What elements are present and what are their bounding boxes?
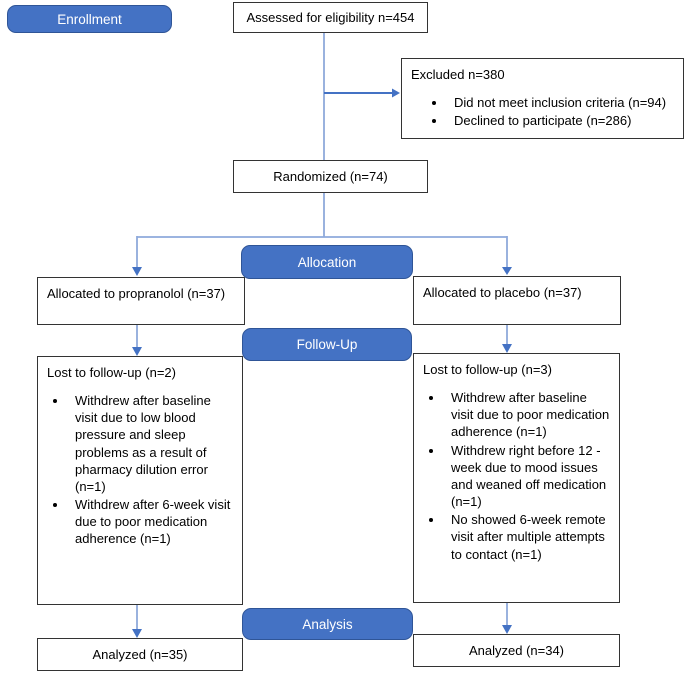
bullet-item: Did not meet inclusion criteria (n=94)	[447, 94, 675, 111]
lost-followup-propranolol-title: Lost to follow-up (n=2)	[47, 365, 176, 380]
analyzed-placebo-box: Analyzed (n=34)	[413, 634, 620, 667]
bullet-item: Withdrew after baseline visit due to poo…	[444, 389, 611, 440]
bullet-item: Withdrew after baseline visit due to low…	[68, 392, 234, 495]
arrow-to-excluded	[324, 88, 400, 98]
assessed-eligibility-text: Assessed for eligibility n=454	[246, 9, 415, 25]
arrow-lost-left-to-analyzed-left	[132, 605, 142, 638]
analyzed-placebo-text: Analyzed (n=34)	[468, 642, 565, 658]
excluded-box: Excluded n=380 Did not meet inclusion cr…	[401, 58, 684, 139]
arrow-alloc-left-to-lost-left	[132, 325, 142, 356]
stage-label-followup: Follow-Up	[242, 328, 412, 361]
excluded-bullet-list: Did not meet inclusion criteria (n=94) D…	[411, 94, 675, 129]
arrow-alloc-right-to-lost-right	[502, 325, 512, 353]
bullet-item: Withdrew after 6-week visit due to poor …	[68, 496, 234, 547]
lost-followup-placebo-bullets: Withdrew after baseline visit due to poo…	[423, 389, 611, 563]
allocated-propranolol-text: Allocated to propranolol (n=37)	[47, 286, 226, 301]
arrow-randomized-to-branch	[132, 193, 512, 276]
bullet-item: Withdrew right before 12 - week due to m…	[444, 442, 611, 511]
lost-followup-propranolol-box: Lost to follow-up (n=2) Withdrew after b…	[37, 356, 243, 605]
stage-label-enrollment: Enrollment	[7, 5, 172, 33]
arrow-lost-right-to-analyzed-right	[502, 603, 512, 634]
analyzed-propranolol-box: Analyzed (n=35)	[37, 638, 243, 671]
allocated-placebo-text: Allocated to placebo (n=37)	[423, 285, 582, 300]
excluded-title: Excluded n=380	[411, 67, 505, 82]
analyzed-propranolol-text: Analyzed (n=35)	[92, 646, 188, 662]
randomized-text: Randomized (n=74)	[273, 168, 388, 184]
allocated-placebo-box: Allocated to placebo (n=37)	[413, 276, 621, 325]
allocated-propranolol-box: Allocated to propranolol (n=37)	[37, 277, 245, 325]
lost-followup-propranolol-bullets: Withdrew after baseline visit due to low…	[47, 392, 234, 547]
lost-followup-placebo-title: Lost to follow-up (n=3)	[423, 362, 552, 377]
lost-followup-placebo-box: Lost to follow-up (n=3) Withdrew after b…	[413, 353, 620, 603]
bullet-item: No showed 6-week remote visit after mult…	[444, 511, 611, 562]
bullet-item: Declined to participate (n=286)	[447, 112, 675, 129]
stage-label-analysis: Analysis	[242, 608, 413, 640]
randomized-box: Randomized (n=74)	[233, 160, 428, 193]
stage-label-allocation: Allocation	[241, 245, 413, 279]
assessed-eligibility-box: Assessed for eligibility n=454	[233, 2, 428, 33]
